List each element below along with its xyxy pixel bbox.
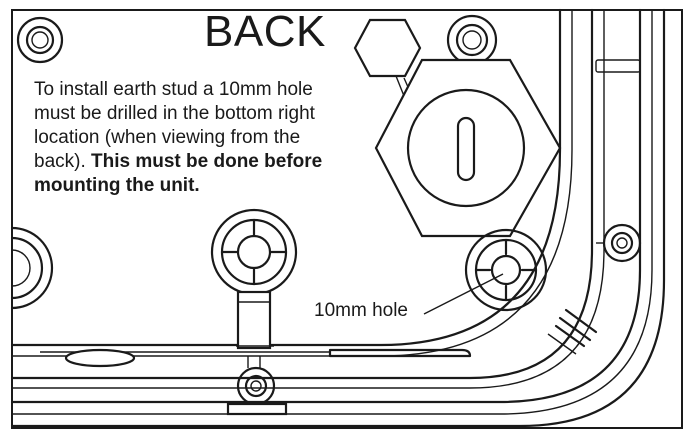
hole-callout-label: 10mm hole (312, 300, 410, 322)
earth-stud-rosette (464, 228, 548, 312)
mounting-boss-bottom (226, 356, 288, 416)
enclosure-walls (10, 8, 666, 428)
view-title: BACK (204, 7, 326, 56)
mounting-boss-right (596, 223, 642, 263)
installation-note: To install earth stud a 10mm hole must b… (34, 78, 324, 198)
floor-recess (64, 348, 136, 368)
note-regular: To install earth stud a 10mm hole must b… (34, 79, 315, 172)
note-bold-warning: This must be done before mounting the un… (34, 151, 323, 196)
cable-gland-hex (374, 58, 562, 238)
floor-slot (328, 348, 472, 358)
small-hex-nut (353, 18, 422, 78)
corner-slot (547, 308, 598, 355)
right-tab (595, 59, 641, 73)
center-post (236, 290, 272, 350)
rosette-left-partial (10, 226, 54, 310)
rosette-center (210, 208, 298, 296)
mounting-boss-top-right (446, 14, 498, 66)
mounting-boss-top-left (16, 16, 64, 64)
drawing-frame (11, 9, 683, 429)
callout-leader (423, 273, 504, 315)
